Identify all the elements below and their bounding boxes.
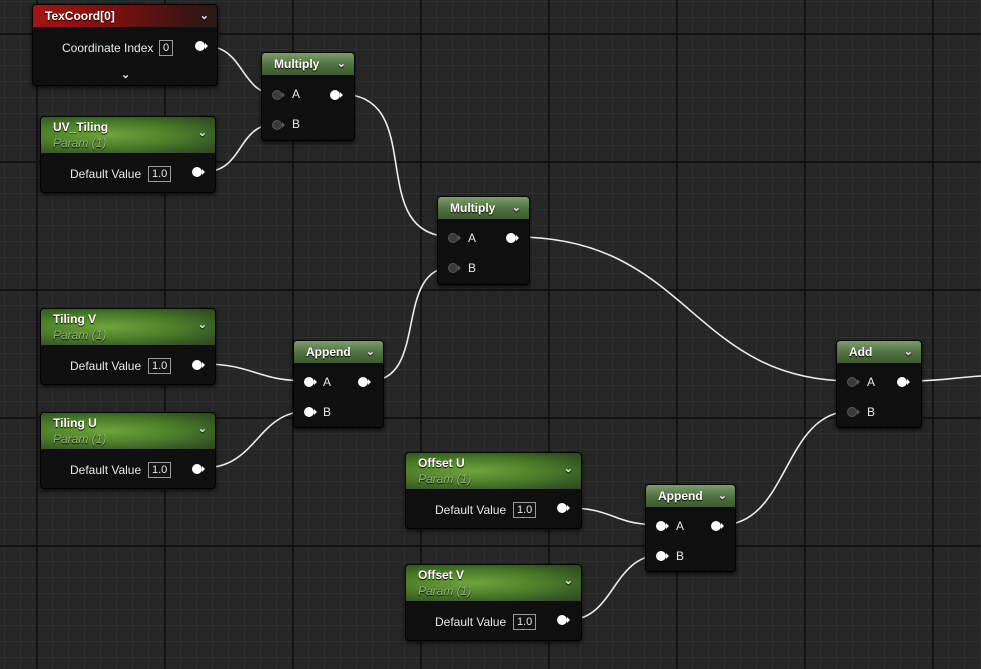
tiling-u-node[interactable]: Tiling U Param (1) ⌄ Default Value 1.0 (40, 412, 216, 489)
tiling-u-header[interactable]: Tiling U Param (1) ⌄ (41, 413, 215, 449)
tiling-v-default-label: Default Value (70, 359, 142, 373)
chevron-down-icon[interactable]: ⌄ (365, 346, 375, 358)
chevron-down-icon[interactable]: ⌄ (563, 463, 573, 475)
multiply1-title: Multiply (274, 57, 320, 71)
wire-multiply2-to-add-a[interactable] (515, 236, 853, 382)
uv-tiling-title: UV_Tiling (53, 120, 109, 134)
tiling-v-default-field[interactable]: 1.0 (148, 358, 172, 374)
chevron-down-icon[interactable]: ⌄ (336, 58, 346, 70)
chevron-down-icon[interactable]: ⌄ (903, 346, 913, 358)
add-title: Add (849, 345, 873, 359)
texcoord-header[interactable]: TexCoord[0] ⌄ (33, 5, 217, 27)
append1-input-a-pin[interactable] (304, 377, 317, 387)
texcoord-title: TexCoord[0] (45, 9, 115, 23)
offset-u-default-field[interactable]: 1.0 (513, 502, 537, 518)
offset-v-default-label: Default Value (435, 615, 507, 629)
offset-u-title: Offset U (418, 456, 465, 470)
chevron-down-icon[interactable]: ⌄ (199, 10, 209, 22)
wire-append2-to-add-b[interactable] (720, 410, 853, 526)
append2-input-b-pin[interactable] (656, 551, 669, 561)
multiply2-input-a-pin[interactable] (448, 233, 461, 243)
offset-u-default-label: Default Value (435, 503, 507, 517)
uv-tiling-default-field[interactable]: 1.0 (148, 166, 172, 182)
tiling-u-default-label: Default Value (70, 463, 142, 477)
append2-title: Append (658, 489, 703, 503)
offset-v-title: Offset V (418, 568, 465, 582)
add-node[interactable]: Add ⌄ A B (836, 340, 922, 428)
append2-input-a-pin[interactable] (656, 521, 669, 531)
add-input-b-label: B (867, 405, 876, 419)
tiling-v-title: Tiling V (53, 312, 97, 326)
append1-input-b-label: B (323, 405, 332, 419)
offset-u-node[interactable]: Offset U Param (1) ⌄ Default Value 1.0 (405, 452, 582, 529)
multiply1-header[interactable]: Multiply ⌄ (262, 53, 354, 75)
offset-u-subtitle: Param (1) (418, 472, 472, 486)
append1-node[interactable]: Append ⌄ A B (293, 340, 384, 428)
add-output-pin[interactable] (897, 377, 910, 387)
append1-output-pin[interactable] (358, 377, 371, 387)
append2-input-b-label: B (676, 549, 685, 563)
chevron-down-icon[interactable]: ⌄ (511, 202, 521, 214)
texcoord-output-pin[interactable] (195, 41, 208, 51)
add-input-b-pin[interactable] (847, 407, 860, 417)
add-input-a-label: A (867, 375, 876, 389)
append2-output-pin[interactable] (711, 521, 724, 531)
expand-arrow-icon[interactable]: ⌄ (121, 69, 131, 81)
offset-u-output-pin[interactable] (557, 503, 570, 513)
add-header[interactable]: Add ⌄ (837, 341, 921, 363)
multiply1-input-a-label: A (292, 87, 301, 101)
uv-tiling-subtitle: Param (1) (53, 136, 107, 150)
tiling-v-output-pin[interactable] (192, 360, 205, 370)
offset-v-output-pin[interactable] (557, 615, 570, 625)
coordinate-index-field[interactable]: 0 (159, 40, 174, 56)
offset-v-default-field[interactable]: 1.0 (513, 614, 537, 630)
tiling-u-output-pin[interactable] (192, 464, 205, 474)
coordinate-index-label: Coordinate Index (62, 41, 154, 55)
append1-header[interactable]: Append ⌄ (294, 341, 383, 363)
multiply1-input-b-label: B (292, 117, 301, 131)
uv-tiling-output-pin[interactable] (192, 167, 205, 177)
chevron-down-icon[interactable]: ⌄ (197, 127, 207, 139)
multiply2-node[interactable]: Multiply ⌄ A B (437, 196, 530, 285)
tiling-v-node[interactable]: Tiling V Param (1) ⌄ Default Value 1.0 (40, 308, 216, 385)
multiply1-output-pin[interactable] (330, 90, 343, 100)
offset-v-header[interactable]: Offset V Param (1) ⌄ (406, 565, 581, 601)
tiling-v-subtitle: Param (1) (53, 328, 107, 342)
offset-u-header[interactable]: Offset U Param (1) ⌄ (406, 453, 581, 489)
multiply2-input-b-pin[interactable] (448, 263, 461, 273)
multiply1-node[interactable]: Multiply ⌄ A B (261, 52, 355, 141)
chevron-down-icon[interactable]: ⌄ (563, 575, 573, 587)
tiling-u-default-field[interactable]: 1.0 (148, 462, 172, 478)
multiply2-input-a-label: A (468, 231, 477, 245)
append1-input-b-pin[interactable] (304, 407, 317, 417)
chevron-down-icon[interactable]: ⌄ (197, 319, 207, 331)
offset-v-node[interactable]: Offset V Param (1) ⌄ Default Value 1.0 (405, 564, 582, 641)
append1-title: Append (306, 345, 351, 359)
multiply2-title: Multiply (450, 201, 496, 215)
offset-v-subtitle: Param (1) (418, 584, 472, 598)
append1-input-a-label: A (323, 375, 332, 389)
add-input-a-pin[interactable] (847, 377, 860, 387)
multiply2-input-b-label: B (468, 261, 477, 275)
tiling-u-title: Tiling U (53, 416, 97, 430)
uv-tiling-default-label: Default Value (70, 167, 142, 181)
append2-header[interactable]: Append ⌄ (646, 485, 735, 507)
texcoord-node[interactable]: TexCoord[0] ⌄ Coordinate Index 0 ⌄ (32, 4, 218, 86)
append2-node[interactable]: Append ⌄ A B (645, 484, 736, 572)
multiply1-input-a-pin[interactable] (272, 90, 285, 100)
tiling-v-header[interactable]: Tiling V Param (1) ⌄ (41, 309, 215, 345)
multiply1-input-b-pin[interactable] (272, 120, 285, 130)
uv-tiling-header[interactable]: UV_Tiling Param (1) ⌄ (41, 117, 215, 153)
uv-tiling-node[interactable]: UV_Tiling Param (1) ⌄ Default Value 1.0 (40, 116, 216, 193)
chevron-down-icon[interactable]: ⌄ (197, 423, 207, 435)
multiply2-header[interactable]: Multiply ⌄ (438, 197, 529, 219)
append2-input-a-label: A (676, 519, 685, 533)
multiply2-output-pin[interactable] (506, 233, 519, 243)
chevron-down-icon[interactable]: ⌄ (717, 490, 727, 502)
tiling-u-subtitle: Param (1) (53, 432, 107, 446)
